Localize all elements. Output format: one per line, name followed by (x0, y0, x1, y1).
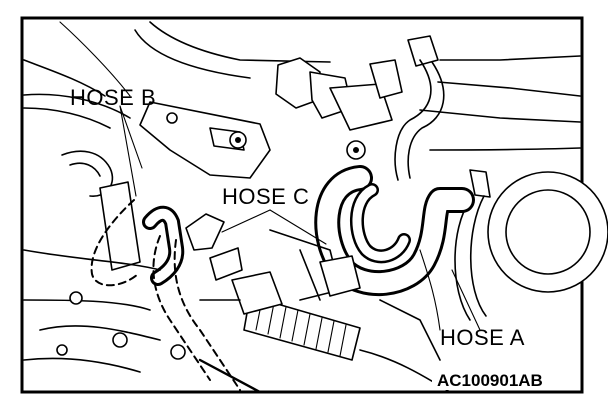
figure-code-plate (432, 368, 562, 390)
figure-code: AC100901AB (437, 371, 543, 390)
label-hose-a: HOSE A (440, 325, 525, 350)
label-hose-b: HOSE B (70, 85, 156, 110)
leader-lines (119, 105, 481, 331)
engine-line-art (23, 21, 608, 394)
label-hose-c: HOSE C (222, 184, 309, 209)
